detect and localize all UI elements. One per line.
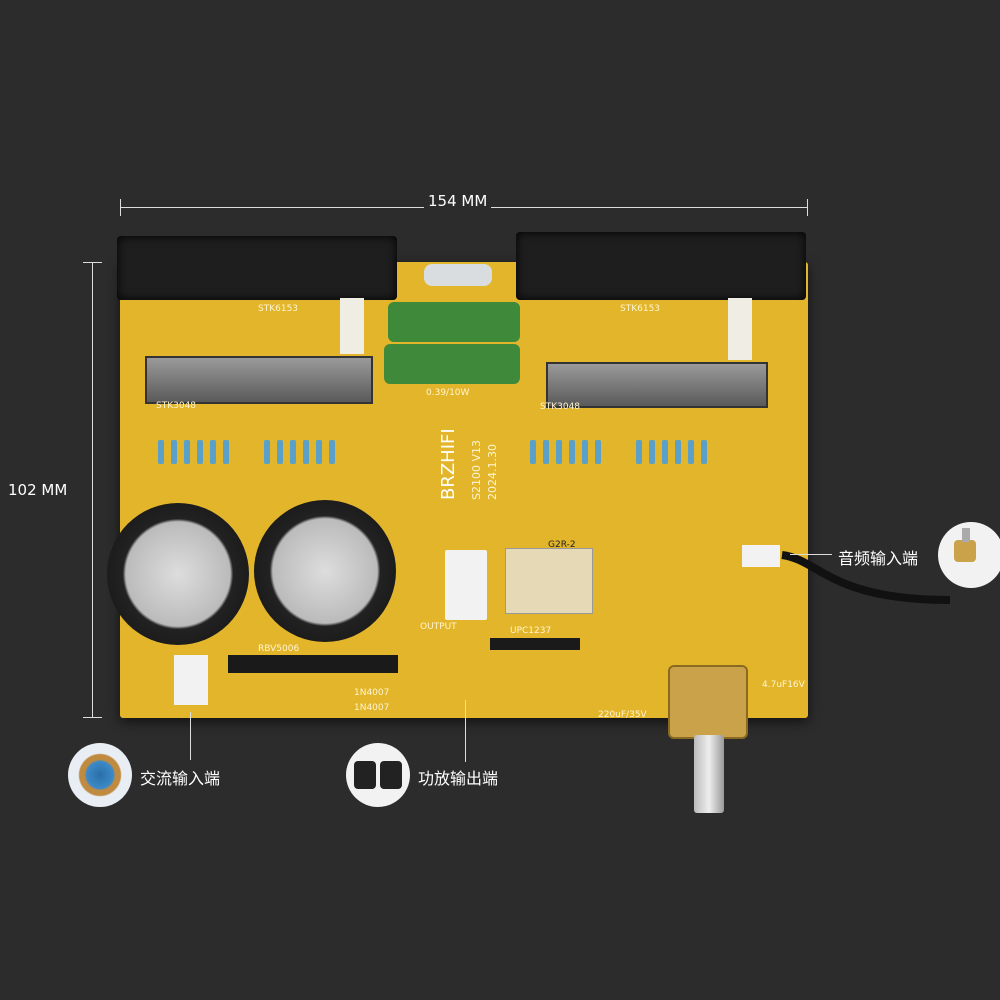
driver-module-right (546, 362, 768, 408)
amp-output-label: 功放输出端 (418, 769, 499, 788)
height-dimension-line (83, 262, 102, 718)
silk-driver-left: STK3048 (156, 401, 197, 411)
silk-brand: BRZHIFI (438, 428, 459, 500)
heatsink-left (117, 236, 397, 300)
silk-resistor: 0.39/10W (426, 388, 470, 398)
filter-capacitor-left (107, 503, 249, 645)
ceramic-resistor-left (340, 298, 364, 354)
ac-input-leader-line (190, 712, 191, 760)
audio-input-label: 音频输入端 (838, 549, 919, 568)
silk-model: S2100 V13 (470, 440, 483, 500)
ac-input-label: 交流输入端 (140, 769, 221, 788)
ac-connector (174, 655, 208, 705)
audio-input-connector (742, 545, 780, 567)
ceramic-resistor-right (728, 298, 752, 360)
ic-chip (490, 638, 580, 650)
speaker-icon (346, 743, 410, 807)
potentiometer-shaft (694, 735, 724, 813)
silk-module-left: STK6153 (258, 304, 299, 314)
silk-relay: G2R-2 (548, 540, 576, 550)
silk-ic: UPC1237 (510, 626, 552, 636)
potentiometer-icon (938, 522, 1000, 588)
amp-output-leader-line (465, 700, 466, 762)
audio-cable (781, 551, 951, 604)
silk-rectifier: RBV5006 (258, 644, 300, 654)
power-resistor-ceramic (424, 264, 492, 286)
silk-cap-2: 220uF/35V (598, 710, 647, 720)
silk-diode-1: 1N4007 (354, 688, 390, 698)
height-dimension-label: 102 MM (4, 481, 72, 499)
silk-date: 2024.1.30 (486, 444, 499, 500)
silk-cap: 4.7uF16V (762, 680, 805, 690)
resistor-row-left (158, 440, 229, 464)
silk-module-right: STK6153 (620, 304, 661, 314)
resistor-row-left-2 (264, 440, 335, 464)
driver-module-left (145, 356, 373, 404)
audio-input-leader-line (790, 554, 832, 555)
power-resistor-2 (384, 344, 520, 384)
toroidal-transformer-icon (68, 743, 132, 807)
silk-driver-right: STK3048 (540, 402, 581, 412)
bridge-rectifier (228, 655, 398, 673)
silk-output: OUTPUT (420, 622, 457, 632)
power-resistor-1 (388, 302, 520, 342)
volume-potentiometer (668, 665, 748, 739)
resistor-row-right (530, 440, 601, 464)
resistor-row-right-2 (636, 440, 707, 464)
relay (505, 548, 593, 614)
filter-capacitor-right (254, 500, 396, 642)
width-dimension-label: 154 MM (424, 192, 492, 210)
silk-diode-2: 1N4007 (354, 703, 390, 713)
output-connector (445, 550, 487, 620)
heatsink-right (516, 232, 806, 300)
